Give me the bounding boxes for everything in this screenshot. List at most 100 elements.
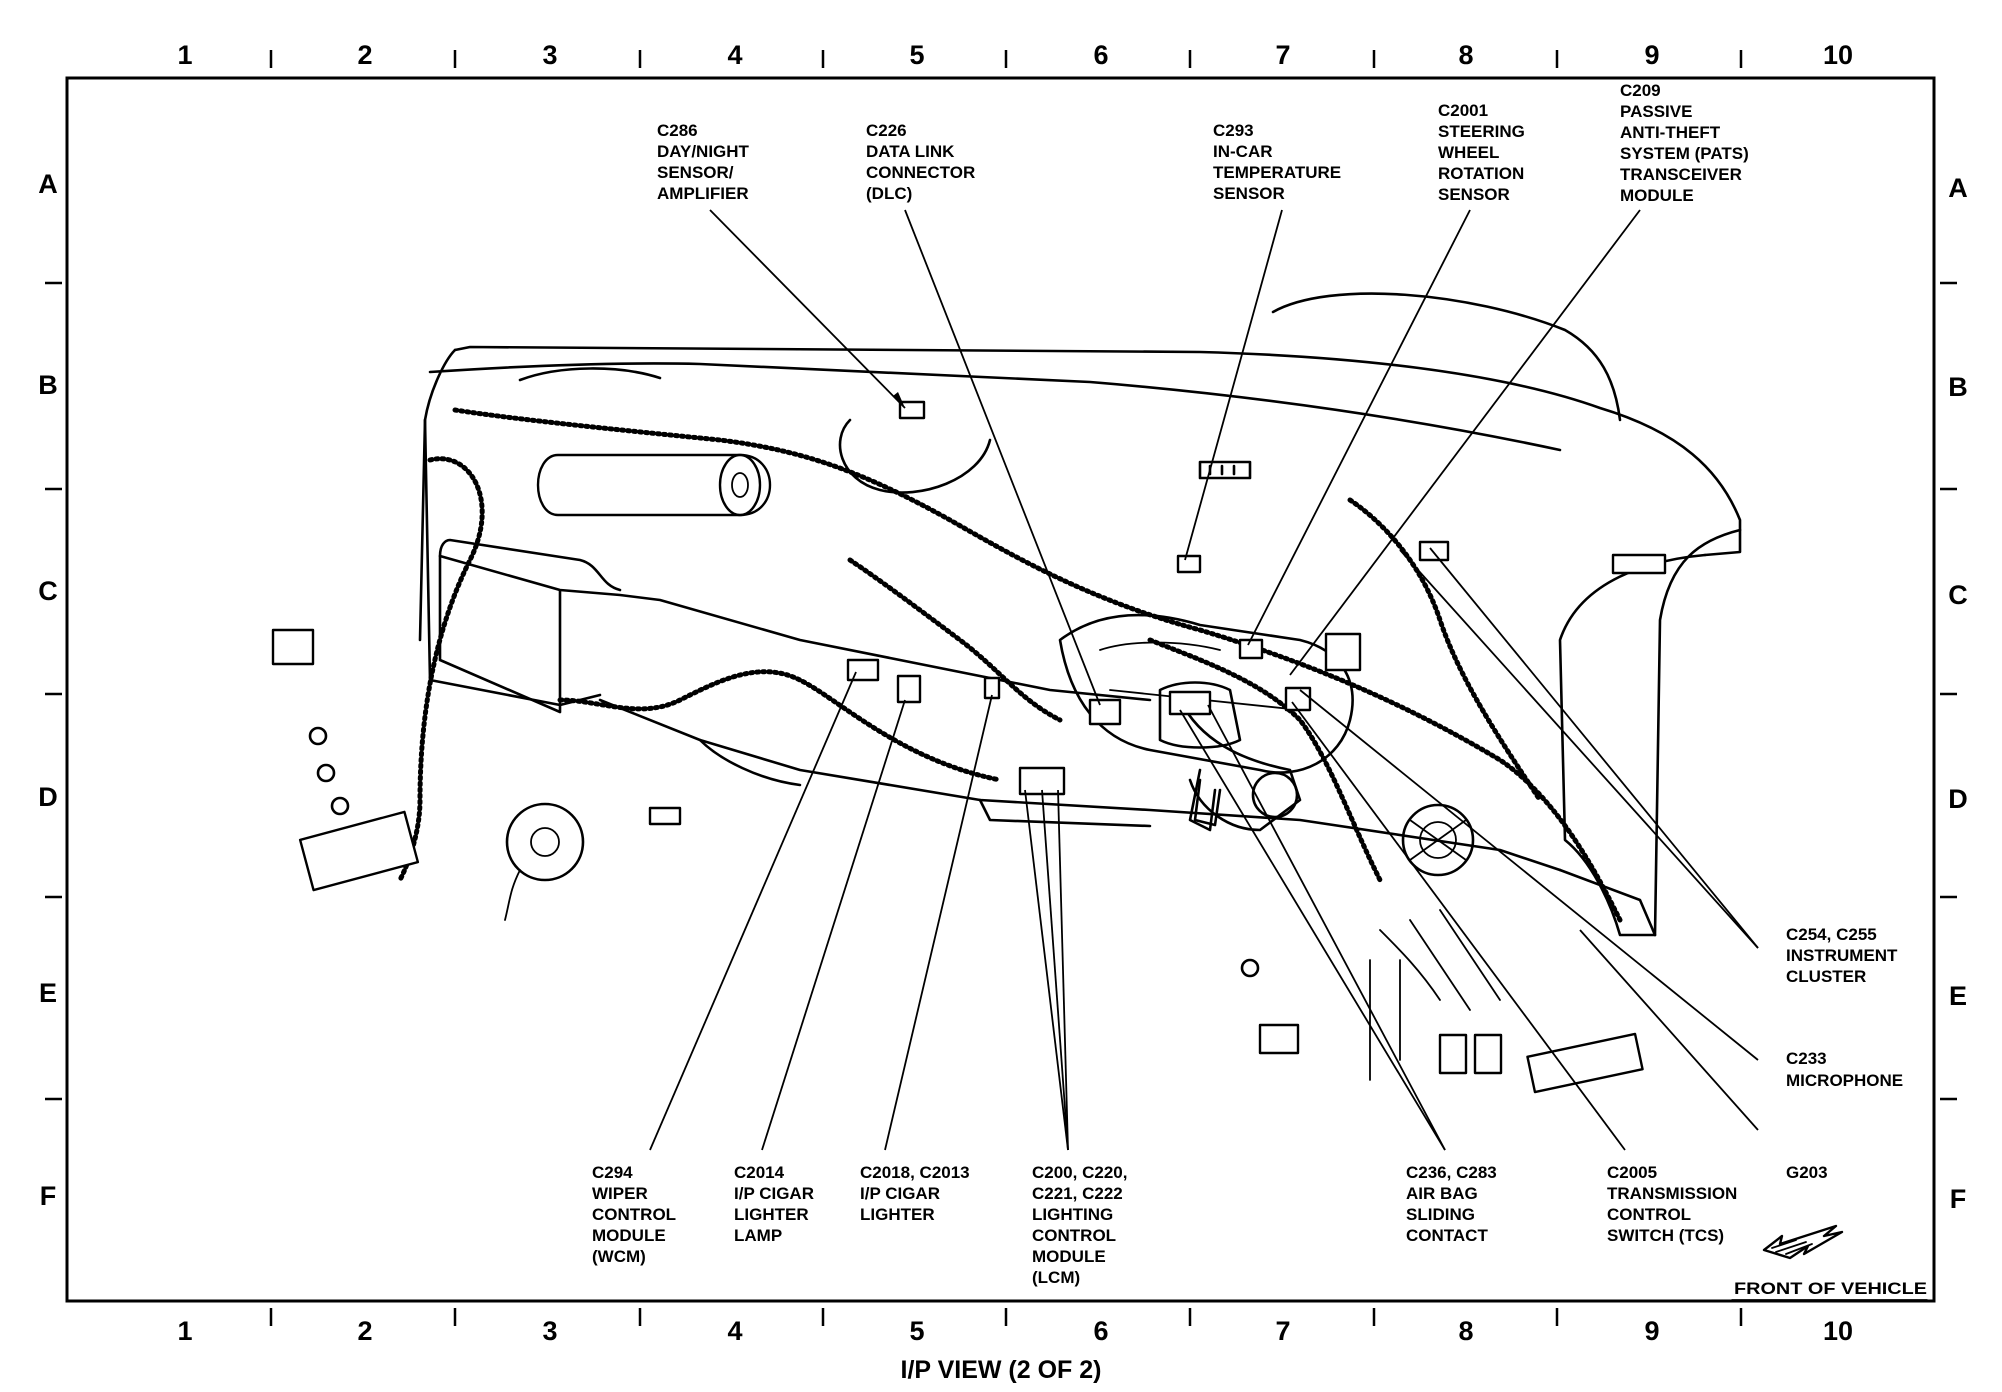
harness-lower [557,669,1003,783]
column-label: 1 [177,1316,192,1346]
row-label: B [38,370,58,400]
callout-line: SENSOR/ [657,163,734,182]
ring-terminal [330,796,350,816]
row-label: D [38,782,58,812]
connector-upper-right [1611,553,1667,575]
callout-line: MODULE [592,1226,666,1245]
leader-c286 [709,209,906,409]
speaker [505,802,585,882]
callout-c209: C209 PASSIVE ANTI-THEFT SYSTEM (PATS) TR… [1620,81,1749,205]
leader-g203 [1579,929,1759,1131]
row-label: C [38,576,58,606]
callout-line: LIGHTING [1032,1205,1113,1224]
callout-c2018: C2018, C2013 I/P CIGAR LIGHTER [860,1163,970,1224]
steering-column [1178,698,1302,832]
callout-line: LIGHTER [734,1205,809,1224]
row-label: B [1948,372,1968,402]
leader-c236b [1207,704,1446,1151]
callout-line: TRANSCEIVER [1620,165,1742,184]
harness-column [1147,637,1383,883]
front-arrow-icon [1762,1224,1844,1260]
callout-line: SENSOR [1213,184,1285,203]
connector-bottom-left [1258,1023,1300,1055]
callout-c233: C233 MICROPHONE [1786,1049,1903,1090]
connector-left-module [298,810,420,892]
connector-bottom-mid2 [1473,1033,1503,1075]
leader-c200b [1041,789,1069,1151]
callout-line: MODULE [1620,186,1694,205]
column-label: 2 [357,1316,372,1346]
harness-left [397,456,485,883]
column-label: 6 [1093,40,1108,70]
callout-line: I/P CIGAR [734,1184,814,1203]
speaker-center [530,827,560,857]
column-label: 9 [1644,1316,1659,1346]
callout-line: C236, C283 [1406,1163,1497,1182]
harness-main [452,407,1623,923]
connector-c226 [1088,698,1122,726]
leader-c2018 [884,694,993,1151]
callout-line: (DLC) [866,184,912,203]
callout-c226: C226 DATA LINK CONNECTOR (DLC) [866,121,975,203]
row-label: E [1949,981,1967,1011]
row-label: C [1948,580,1968,610]
view-title: I/P VIEW (2 OF 2) [901,1356,1102,1384]
column-label: 7 [1275,40,1290,70]
callout-line: SLIDING [1406,1205,1475,1224]
ring-terminal [1240,958,1260,978]
callout-line: DATA LINK [866,142,955,161]
leader-lines [649,209,1759,1151]
callout-line: STEERING [1438,122,1525,141]
glove-box-lip [438,538,622,592]
callout-c286: C286 DAY/NIGHT SENSOR/ AMPLIFIER [657,121,750,203]
pedal-bracket [1193,778,1222,827]
column-label: 3 [542,1316,557,1346]
connector-bottom-right [1526,1032,1644,1094]
callout-line: CONNECTOR [866,163,975,182]
diagram-frame [65,76,1936,1303]
callout-line: C209 [1620,81,1661,100]
column-label: 8 [1458,40,1473,70]
steering-wheel-arc [1271,292,1622,422]
connector-c2005 [1284,686,1312,712]
callout-line: IN-CAR [1213,142,1273,161]
leader-arrowhead [893,392,905,408]
harness-right [1347,497,1543,803]
column-label: 9 [1644,40,1659,70]
callout-c200: C200, C220, C221, C222 LIGHTING CONTROL … [1032,1163,1127,1287]
column-label: 5 [909,1316,924,1346]
callout-line: G203 [1786,1163,1828,1182]
callout-line: SENSOR [1438,185,1510,204]
leader-c200a [1024,789,1069,1151]
row-labels-left: A B C D E F [38,169,58,1211]
leader-c2005 [1291,701,1626,1151]
callout-line: C226 [866,121,907,140]
callout-line: ROTATION [1438,164,1524,183]
connector-c2001 [1238,638,1264,660]
leader-c226 [904,209,1101,706]
callout-line: DAY/NIGHT [657,142,750,161]
column-label: 10 [1823,40,1853,70]
column-label: 6 [1093,1316,1108,1346]
column-label: 5 [909,40,924,70]
gauge-pod [1158,681,1242,749]
callout-c2001: C2001 STEERING WHEEL ROTATION SENSOR [1438,101,1525,204]
column-label: 8 [1458,1316,1473,1346]
callout-line: AMPLIFIER [657,184,749,203]
callout-line: C200, C220, [1032,1163,1127,1182]
leader-c294 [649,671,857,1151]
column-label: 4 [727,1316,742,1346]
column-label: 7 [1275,1316,1290,1346]
instrument-panel-drawing [397,292,1742,1081]
callout-line: CONTACT [1406,1226,1488,1245]
connector-c2014 [896,674,922,704]
speaker-wire [504,869,521,921]
front-of-vehicle-label: FRONT OF VEHICLE [1734,1279,1927,1298]
row-label: F [1950,1184,1967,1214]
row-label: E [39,978,57,1008]
column-ticks [269,50,1743,1326]
callout-line: CONTROL [592,1205,676,1224]
callout-line: C2005 [1607,1163,1657,1182]
connector-c286 [898,400,926,420]
